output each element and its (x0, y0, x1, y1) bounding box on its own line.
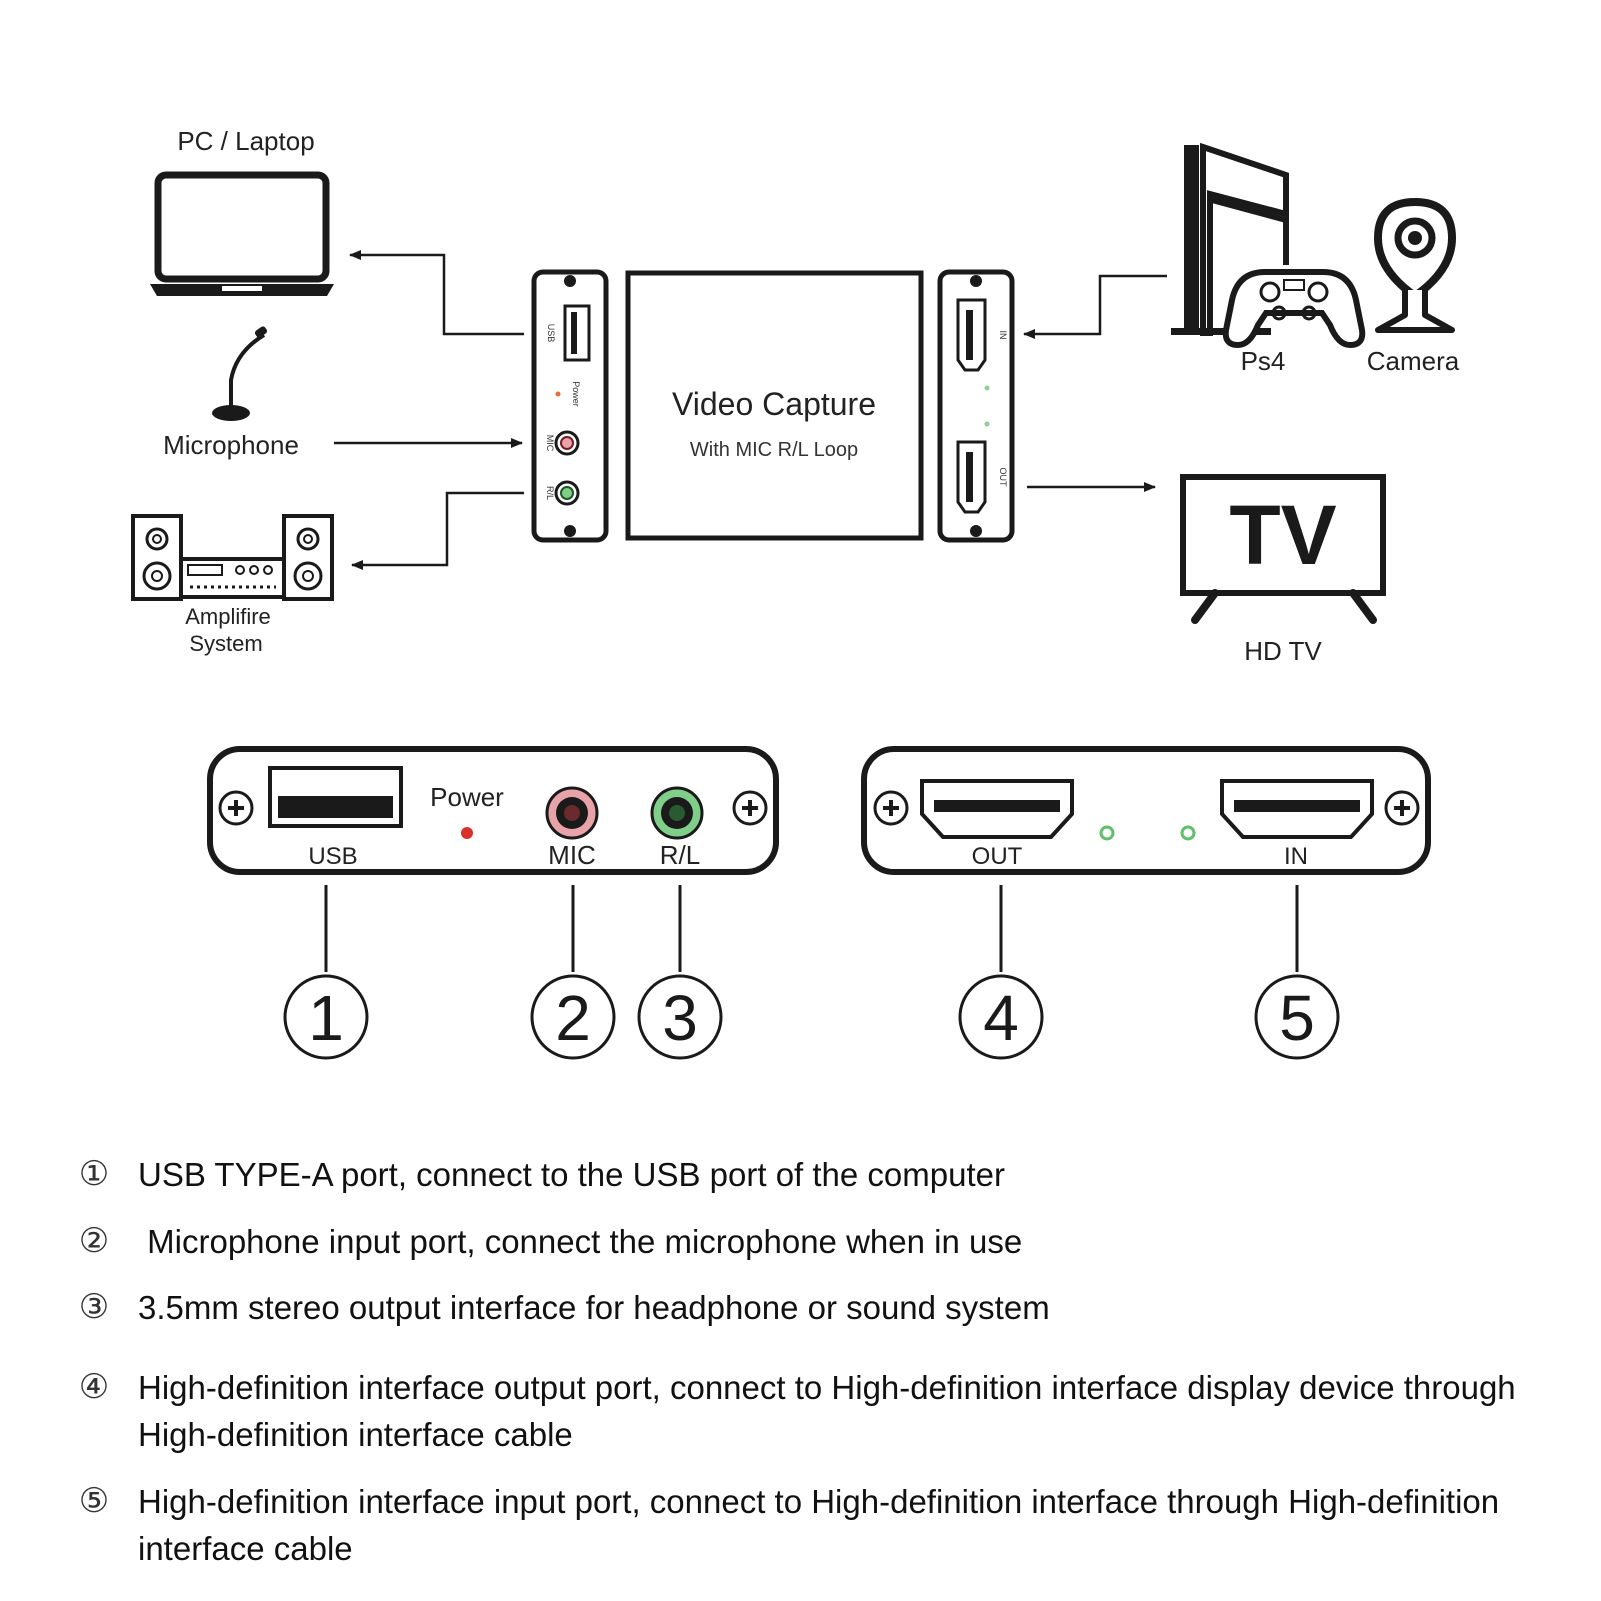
connection-diagram: PC / Laptop Microphone Amplifire System (131, 126, 1460, 1060)
pc-label: PC / Laptop (177, 126, 314, 156)
legend-number: ② (78, 1221, 110, 1261)
usb-to-pc-arrow (349, 250, 524, 336)
left-port-panel: USB Power MIC R/L (207, 746, 779, 875)
source-to-in-arrow (1023, 274, 1167, 339)
callout-2: 2 (555, 982, 591, 1054)
microphone-label: Microphone (163, 430, 299, 460)
side-usb-label: USB (546, 324, 556, 343)
rl-port-label: R/L (660, 840, 700, 870)
power-label: Power (430, 782, 504, 812)
side-power-label: Power (571, 381, 581, 407)
callout-5: 5 (1279, 982, 1315, 1054)
ps4-console-icon (1171, 142, 1289, 336)
status-led-2 (1180, 825, 1196, 841)
hdtv-label: HD TV (1244, 636, 1322, 666)
callout-3: 3 (662, 982, 698, 1054)
side-rl-label: R/L (545, 486, 555, 500)
legend-text: High-definition interface input port, co… (138, 1483, 1500, 1567)
capture-box-top: Video Capture With MIC R/L Loop (625, 270, 924, 541)
amplifier-label-line2: System (189, 631, 262, 656)
legend-text: 3.5mm stereo output interface for headph… (138, 1289, 1050, 1326)
power-led (461, 827, 473, 839)
legend-number: ③ (78, 1287, 110, 1327)
right-port-panel: OUT IN (861, 746, 1431, 875)
callout-4: 4 (983, 982, 1019, 1054)
capture-subtitle: With MIC R/L Loop (690, 439, 858, 461)
tv-icon: TV (1180, 474, 1386, 624)
camera-label: Camera (1367, 346, 1460, 376)
legend-text: USB TYPE-A port, connect to the USB port… (138, 1156, 1005, 1193)
side-mic-label: MIC (545, 435, 555, 452)
callout-1: 1 (308, 982, 344, 1054)
side-in-label: IN (998, 331, 1008, 340)
side-out-label: OUT (998, 468, 1008, 488)
amplifier-icon (131, 514, 334, 601)
microphone-icon (212, 326, 268, 421)
legend-number: ⑤ (78, 1481, 110, 1521)
status-led-1 (1099, 825, 1115, 841)
in-port-label: IN (1284, 843, 1308, 870)
legend-text: High-definition interface output port, c… (138, 1369, 1516, 1453)
rl-to-amplifier-arrow (351, 491, 524, 570)
legend-number: ④ (78, 1367, 110, 1407)
mic-port-label: MIC (548, 840, 596, 870)
capture-left-side: USB Power MIC R/L (531, 269, 609, 543)
camera-icon (1373, 197, 1457, 333)
gamepad-icon (1222, 269, 1366, 349)
legend-number: ① (78, 1154, 110, 1194)
usb-port-label: USB (308, 843, 357, 870)
out-port-label: OUT (972, 843, 1023, 870)
tv-screen-text: TV (1229, 488, 1336, 582)
amplifier-label-line1: Amplifire (185, 604, 271, 629)
ps4-label: Ps4 (1241, 346, 1286, 376)
capture-title: Video Capture (672, 386, 876, 422)
capture-right-side: IN OUT (937, 269, 1015, 543)
laptop-icon (150, 171, 334, 296)
legend-text: Microphone input port, connect the micro… (138, 1223, 1023, 1260)
callouts (283, 885, 1340, 1060)
